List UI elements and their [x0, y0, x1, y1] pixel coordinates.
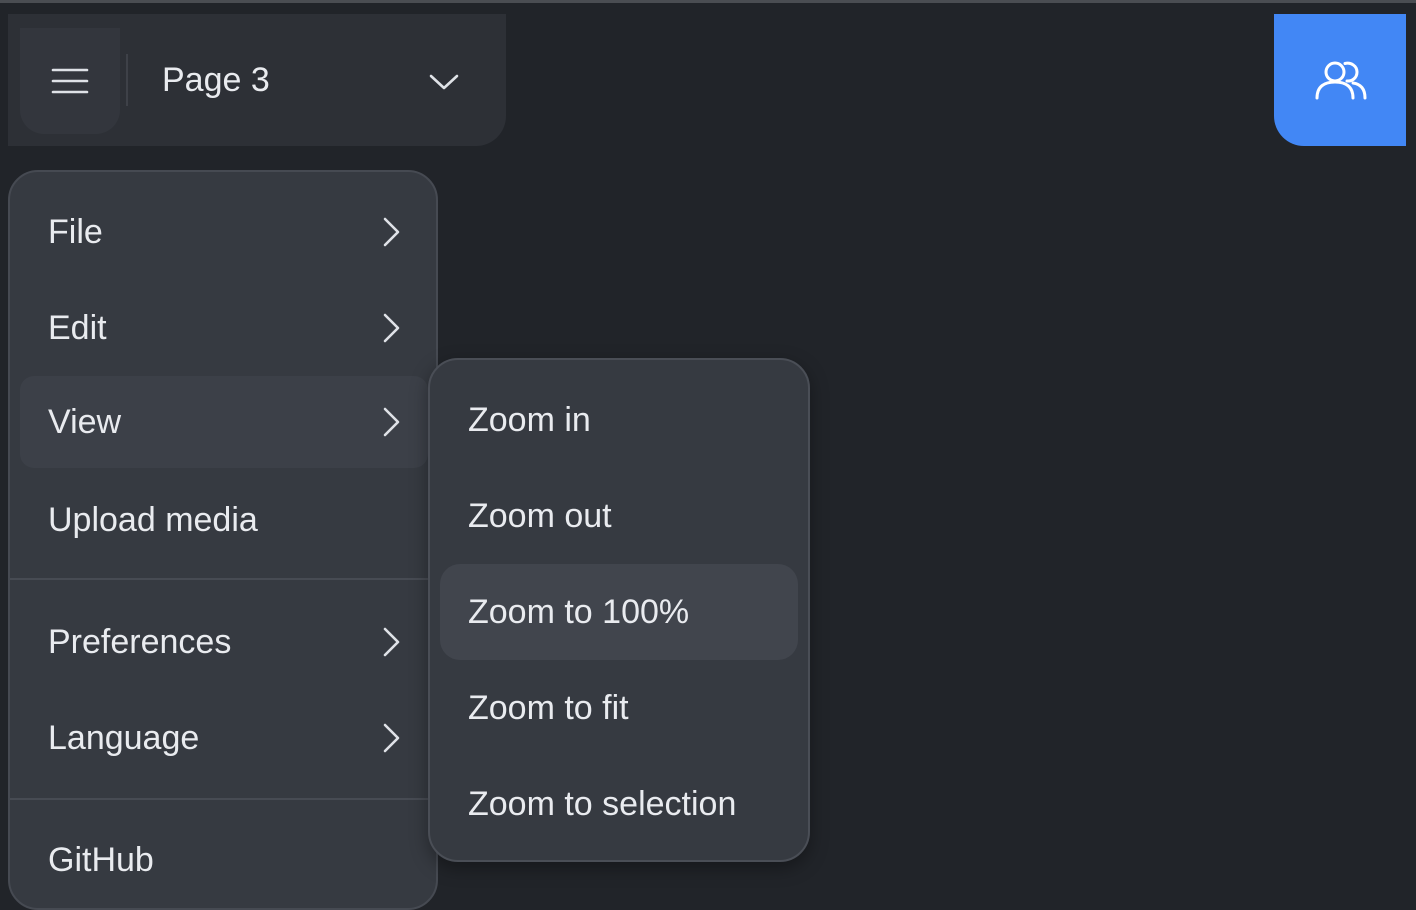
page-title[interactable]: Page 3 — [162, 61, 270, 99]
chevron-down-icon — [429, 74, 459, 90]
menu-item-language[interactable]: Language — [20, 692, 428, 784]
menu-item-github[interactable]: GitHub — [20, 814, 428, 906]
menu-separator — [10, 798, 436, 800]
submenu-item-label: Zoom to 100% — [468, 593, 690, 631]
menu-item-view[interactable]: View — [20, 376, 428, 468]
menu-item-label: Edit — [48, 309, 107, 347]
main-menu: File Edit View Upload media Preferences … — [8, 170, 438, 910]
chevron-right-icon — [383, 723, 400, 753]
chevron-right-icon — [383, 627, 400, 657]
page-dropdown-button[interactable] — [424, 64, 464, 100]
submenu-item-zoom-out[interactable]: Zoom out — [440, 468, 798, 564]
main-menu-button[interactable] — [20, 28, 120, 134]
toolbar-divider — [126, 54, 128, 106]
submenu-item-label: Zoom out — [468, 497, 612, 535]
menu-item-preferences[interactable]: Preferences — [20, 596, 428, 688]
submenu-item-zoom-to-100[interactable]: Zoom to 100% — [440, 564, 798, 660]
hamburger-icon — [51, 68, 89, 94]
users-icon — [1315, 61, 1367, 100]
window-top-border — [0, 0, 1416, 3]
submenu-item-label: Zoom to selection — [468, 785, 737, 823]
menu-item-upload-media[interactable]: Upload media — [20, 474, 428, 566]
menu-item-label: Language — [48, 719, 200, 757]
submenu-item-label: Zoom in — [468, 401, 591, 439]
submenu-item-zoom-in[interactable]: Zoom in — [440, 372, 798, 468]
menu-item-label: Upload media — [48, 501, 258, 539]
view-submenu: Zoom in Zoom out Zoom to 100% Zoom to fi… — [428, 358, 810, 862]
submenu-item-zoom-to-selection[interactable]: Zoom to selection — [440, 756, 798, 852]
menu-item-label: GitHub — [48, 841, 154, 879]
menu-item-edit[interactable]: Edit — [20, 282, 428, 374]
chevron-right-icon — [383, 313, 400, 343]
chevron-right-icon — [383, 407, 400, 437]
submenu-item-zoom-to-fit[interactable]: Zoom to fit — [440, 660, 798, 756]
collaborate-button[interactable] — [1274, 14, 1406, 146]
menu-item-label: View — [48, 403, 122, 441]
menu-item-file[interactable]: File — [20, 186, 428, 278]
menu-separator — [10, 578, 436, 580]
chevron-right-icon — [383, 217, 400, 247]
page-toolbar: Page 3 — [8, 14, 506, 146]
menu-item-label: File — [48, 213, 103, 251]
submenu-item-label: Zoom to fit — [468, 689, 629, 727]
menu-item-label: Preferences — [48, 623, 232, 661]
